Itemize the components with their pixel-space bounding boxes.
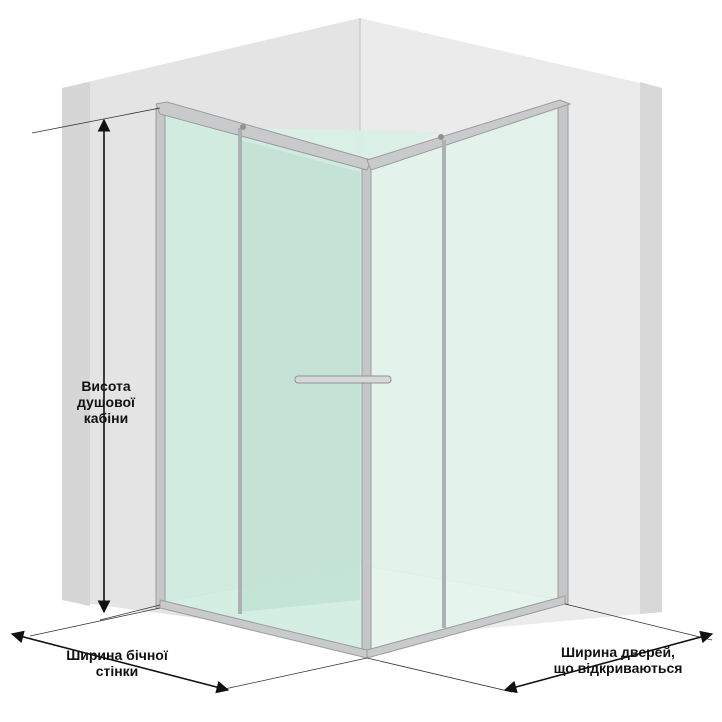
right-wall-side bbox=[640, 82, 662, 614]
door-width-dimension-line bbox=[503, 630, 714, 694]
left-wall-side bbox=[62, 82, 90, 606]
side-wall-width-label-line1: Ширина бічної bbox=[66, 647, 168, 663]
top-rail-door bbox=[366, 99, 572, 171]
door-glass-panel bbox=[367, 108, 565, 655]
shower-height-label-line3: кабіни bbox=[83, 410, 129, 426]
door-width-label-line1: Ширина дверей, bbox=[561, 644, 675, 660]
top-glass-reflection bbox=[245, 128, 440, 165]
left-post bbox=[155, 107, 166, 609]
door-width-label: Ширина дверей, що відкриваються bbox=[548, 644, 688, 676]
door-extension-left bbox=[366, 657, 513, 693]
roller-right bbox=[438, 134, 444, 140]
door-handle bbox=[294, 375, 392, 384]
right-post bbox=[557, 103, 569, 605]
side-width-dimension-line bbox=[10, 630, 230, 694]
shower-height-label: Висота душової кабіни bbox=[70, 378, 142, 426]
height-extension-bottom bbox=[99, 604, 161, 621]
side-extension-right bbox=[219, 657, 368, 691]
height-extension-top bbox=[31, 107, 161, 134]
door-width-label-line2: що відкриваються bbox=[553, 660, 683, 676]
side-wall-width-label: Ширина бічної стінки bbox=[60, 647, 174, 679]
shower-height-label-line1: Висота bbox=[81, 378, 131, 394]
roller-left bbox=[240, 124, 246, 130]
corner-post bbox=[361, 164, 372, 658]
side-wall-width-label-line2: стінки bbox=[95, 663, 139, 679]
side-extension-left bbox=[29, 607, 161, 637]
shower-height-label-line2: душової bbox=[77, 394, 135, 410]
